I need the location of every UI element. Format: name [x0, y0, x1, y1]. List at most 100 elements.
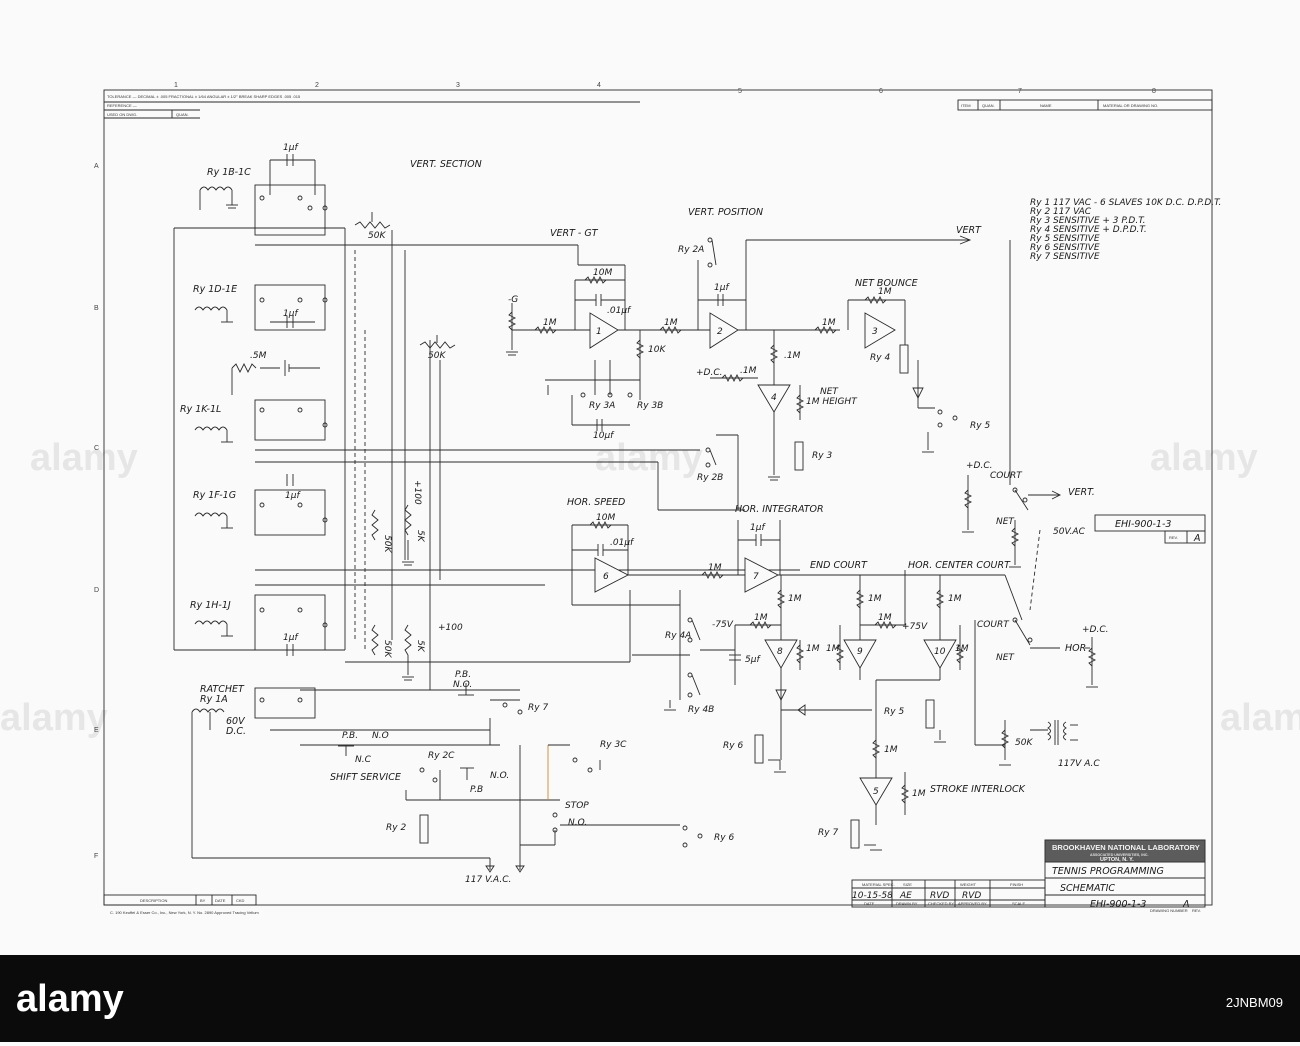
svg-text:Ry 1B-1C: Ry 1B-1C [207, 167, 251, 178]
svg-text:VERT - GT: VERT - GT [550, 228, 599, 239]
svg-text:+D.C.: +D.C. [696, 368, 722, 378]
schematic-drawing: alamy alamy alamy alamy alamy 1 2 3 4 5 … [0, 82, 1300, 915]
svg-text:STOP: STOP [565, 801, 589, 811]
grid-col: 1 [174, 82, 178, 89]
svg-text:Ry 4: Ry 4 [870, 353, 890, 363]
svg-text:1M: 1M [948, 594, 962, 604]
svg-text:1M: 1M [708, 563, 722, 573]
op-amp-3 [864, 312, 896, 349]
svg-text:1M: 1M [868, 594, 882, 604]
pot-50k-c: 50K 5K +100 [371, 480, 425, 566]
svg-text:50K: 50K [428, 351, 446, 361]
relay-legend: Ry 1 117 VAC - 6 SLAVES 10K D.C. D.P.D.T… [1030, 198, 1221, 262]
svg-text:Ry 6: Ry 6 [714, 833, 734, 843]
svg-text:HOR: HOR [1065, 643, 1086, 654]
court-switch-section: +D.C. COURT VERT. NET 50V.AC EHI-900-1-3… [962, 461, 1206, 611]
item-col: ITEM [961, 103, 971, 108]
grid-row: D [94, 587, 99, 594]
svg-text:8: 8 [777, 647, 783, 657]
relay-coil-1d1e: Ry 1D-1E [193, 284, 237, 323]
svg-text:1M: 1M [788, 594, 802, 604]
svg-text:1M: 1M [806, 644, 820, 654]
pot-50k-a: 50K [354, 212, 391, 241]
svg-text:1M: 1M [826, 644, 840, 654]
svg-text:Ry 3C: Ry 3C [600, 740, 627, 750]
grid-col: 7 [1018, 88, 1022, 95]
svg-text:SIZE: SIZE [903, 882, 912, 887]
svg-text:TENNIS PROGRAMMING: TENNIS PROGRAMMING [1052, 866, 1164, 877]
op-amp-1 [589, 312, 619, 349]
svg-text:Ry 7: Ry 7 [528, 703, 548, 713]
svg-text:APPROVED BY: APPROVED BY [958, 901, 987, 906]
svg-text:ASSOCIATED UNIVERSITIES, INC.: ASSOCIATED UNIVERSITIES, INC. [1090, 853, 1148, 857]
grid-row: E [94, 727, 99, 734]
svg-text:REV.: REV. [1169, 535, 1178, 540]
op-amp-10 [923, 639, 957, 669]
svg-text:Ry 4B: Ry 4B [688, 705, 714, 715]
legend-line: Ry 5 SENSITIVE [1030, 234, 1100, 244]
svg-text:REV.: REV. [1192, 908, 1201, 913]
svg-text:10µf: 10µf [593, 431, 615, 441]
svg-text:DRAWN BY: DRAWN BY [896, 901, 918, 906]
svg-text:VERT: VERT [956, 225, 982, 236]
op-amp-4 [757, 384, 791, 413]
svg-text:10M: 10M [593, 268, 612, 278]
footer-band: alamy 2JNBM09 [0, 955, 1300, 1042]
left-relay-bank: Ry 1B-1C Ry 1D-1E Ry 1K-1L Ry 1F-1G Ry 1… [173, 143, 800, 858]
drawing-border [103, 89, 1213, 906]
svg-text:1M: 1M [878, 287, 892, 297]
quan-col: QUAN. [982, 103, 995, 108]
hor-output-section: COURT HOR NET +D.C. 50K 117V A.C [977, 617, 1108, 769]
contact-block-a: 1µf [254, 143, 328, 236]
svg-text:BY: BY [200, 898, 206, 903]
svg-text:P.B.: P.B. [455, 670, 471, 680]
svg-text:117V A.C: 117V A.C [1058, 759, 1100, 769]
relay-coil-1k1l: Ry 1K-1L [180, 404, 233, 443]
svg-text:1M: 1M [912, 789, 926, 799]
svg-text:Ry 3B: Ry 3B [637, 401, 663, 411]
grid-columns: 1 2 3 4 5 6 7 8 [174, 82, 1156, 95]
svg-text:COURT: COURT [977, 620, 1010, 630]
svg-text:HOR. CENTER COURT: HOR. CENTER COURT [908, 560, 1011, 571]
grid-col: 6 [879, 88, 883, 95]
svg-text:1µf: 1µf [285, 491, 301, 501]
svg-text:1M: 1M [878, 613, 892, 623]
svg-text:A: A [1193, 533, 1201, 544]
svg-text:CHECKED BY: CHECKED BY [928, 901, 954, 906]
watermark-text: alamy [30, 437, 138, 479]
comparator-section: -75V 1M 8 1M 9 1M 1M +75V 10 1M Ry 5 [712, 570, 1005, 760]
grid-col: 4 [597, 82, 601, 89]
svg-text:1M: 1M [543, 318, 557, 328]
svg-text:D.C.: D.C. [226, 726, 246, 737]
svg-text:Ry 2C: Ry 2C [428, 751, 455, 761]
svg-text:FINISH: FINISH [1010, 882, 1023, 887]
stroke-interlock-section: Ry 6 1M 5 1M STROKE INTERLOCK Ry 7 [723, 734, 1026, 851]
svg-text:RVD: RVD [962, 891, 981, 901]
svg-text:C. 190 Keuffel & Esser Co.,: C. 190 Keuffel & Esser Co., Inc., New Yo… [110, 910, 259, 915]
svg-text:EHI-900-1-3: EHI-900-1-3 [1115, 519, 1171, 530]
svg-text:7: 7 [753, 572, 759, 582]
svg-text:9: 9 [857, 647, 863, 657]
svg-text:DESCRIPTION: DESCRIPTION [140, 898, 167, 903]
op-amp-9 [843, 639, 877, 669]
quan-text: QUAN. [176, 112, 189, 117]
svg-text:4: 4 [771, 393, 777, 403]
svg-text:BROOKHAVEN NATIONAL LABORATORY: BROOKHAVEN NATIONAL LABORATORY [1052, 843, 1200, 852]
svg-text:Ry 2A: Ry 2A [678, 245, 704, 255]
svg-text:Ry 1H-1J: Ry 1H-1J [190, 600, 231, 611]
legend-line: Ry 7 SENSITIVE [1030, 252, 1100, 262]
svg-text:EHI-900-1-3: EHI-900-1-3 [1090, 899, 1146, 910]
contact-block-f [254, 687, 316, 719]
svg-text:VERT. POSITION: VERT. POSITION [688, 207, 763, 218]
svg-text:Ry 4A: Ry 4A [665, 631, 691, 641]
tolerance-text: TOLERANCE — DECIMAL ± .005 FRACTIONAL ± … [107, 94, 301, 99]
svg-text:2: 2 [717, 327, 723, 337]
svg-text:Ry 2: Ry 2 [386, 823, 406, 833]
svg-text:HOR. INTEGRATOR: HOR. INTEGRATOR [735, 504, 824, 515]
svg-text:50K: 50K [368, 231, 386, 241]
legend-line: Ry 1 117 VAC - 6 SLAVES 10K D.C. D.P.D.T… [1030, 198, 1221, 208]
contact-block-c: .5M [231, 351, 328, 441]
grid-col: 5 [738, 88, 742, 95]
revision-block: DESCRIPTION BY DATE CKD C. 190 Keuffel &… [103, 894, 259, 915]
svg-text:Ry 5: Ry 5 [884, 707, 904, 717]
